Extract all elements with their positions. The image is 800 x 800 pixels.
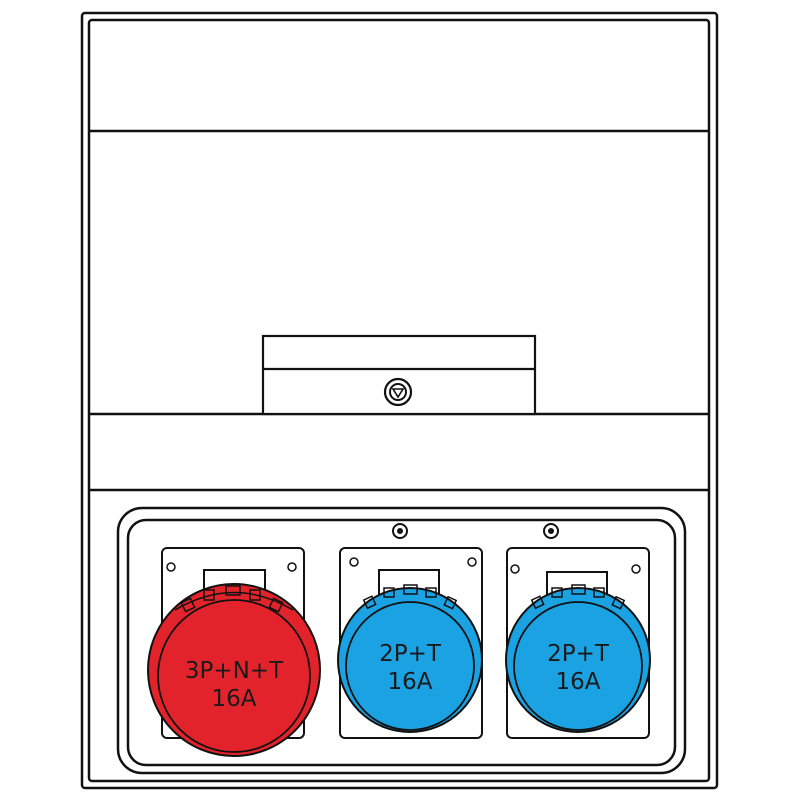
socket-3-rating-label: 16A [555, 669, 600, 695]
screw-icon [392, 523, 408, 539]
socket-2-type-label: 2P+T [379, 641, 442, 667]
socket-3-type-label: 2P+T [547, 641, 610, 667]
socket-2-blue-2p-t[interactable]: 2P+T 16A [337, 547, 483, 739]
screw-icon [543, 523, 559, 539]
socket-1-type-label: 3P+N+T [185, 658, 284, 684]
socket-1-rating-label: 16A [211, 686, 256, 712]
breaker-cover[interactable] [261, 334, 537, 416]
socket-3-blue-2p-t[interactable]: 2P+T 16A [505, 547, 651, 739]
socket-1-red-3p-n-t[interactable]: 3P+N+T 16A [147, 547, 321, 757]
lock-icon[interactable] [383, 377, 413, 407]
socket-2-rating-label: 16A [387, 669, 432, 695]
